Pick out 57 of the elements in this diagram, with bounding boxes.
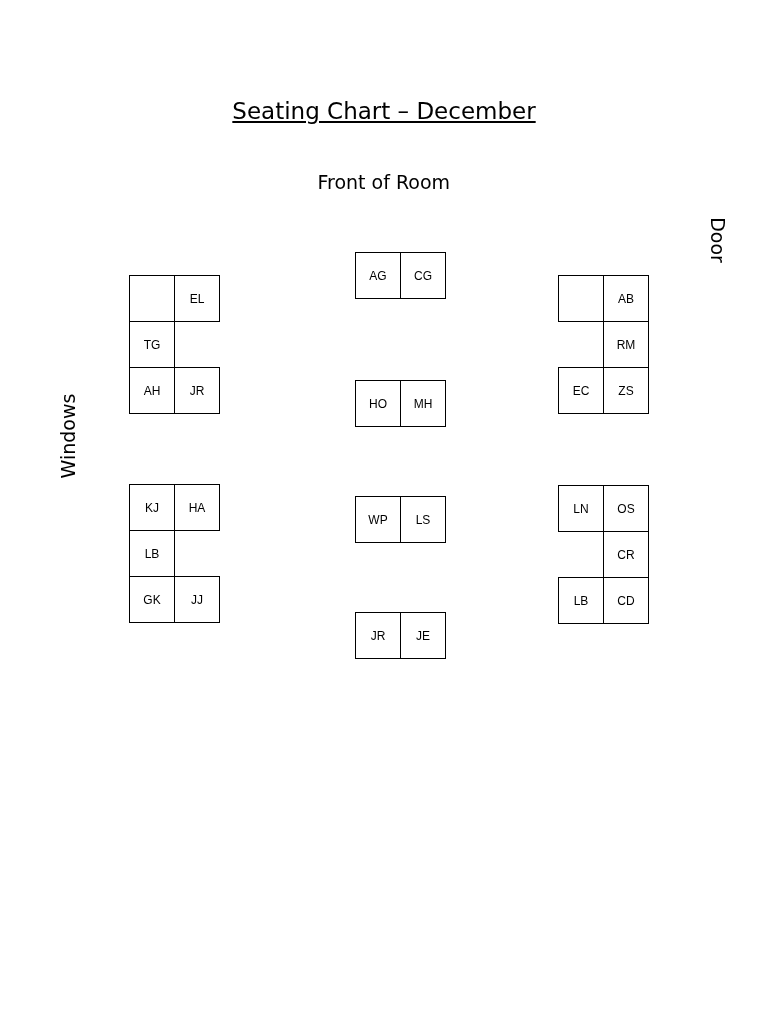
desk: [129, 484, 175, 531]
student-initials: LN: [573, 501, 589, 516]
student-initials: JR: [370, 628, 386, 643]
desk: [400, 612, 446, 659]
student-initials: JE: [416, 628, 430, 643]
student-initials: OS: [617, 501, 635, 516]
student-initials: GK: [143, 592, 161, 607]
student-initials: LB: [573, 593, 589, 608]
desk: [174, 576, 220, 623]
student-initials: EC: [572, 383, 590, 398]
desk: [603, 275, 649, 322]
student-initials: CD: [617, 593, 635, 608]
desk: [558, 367, 604, 414]
desk: [174, 275, 220, 322]
student-initials: EL: [189, 291, 205, 306]
desk: [129, 530, 175, 577]
desk: [400, 252, 446, 299]
windows-label: Windows: [56, 393, 79, 479]
student-initials: HO: [369, 396, 387, 411]
desk: [355, 252, 401, 299]
student-initials: CG: [414, 268, 432, 283]
student-initials: JR: [189, 383, 205, 398]
student-initials: LS: [415, 512, 431, 527]
student-initials: CR: [617, 547, 635, 562]
student-initials: HA: [188, 500, 206, 515]
desk: [558, 577, 604, 624]
desk: [129, 321, 175, 368]
desk: [603, 531, 649, 578]
student-initials: KJ: [145, 500, 159, 515]
desk: [129, 367, 175, 414]
student-initials: AH: [143, 383, 161, 398]
door-label: Door: [706, 217, 729, 263]
desk: [174, 367, 220, 414]
student-initials: JJ: [191, 592, 203, 607]
student-initials: WP: [368, 512, 388, 527]
desk: [603, 321, 649, 368]
student-initials: AG: [369, 268, 387, 283]
student-initials: MH: [413, 396, 433, 411]
student-initials: AB: [618, 291, 634, 306]
desk: [355, 496, 401, 543]
chart-title: Seating Chart – December: [232, 98, 536, 124]
desk: [174, 484, 220, 531]
desk: [603, 485, 649, 532]
student-initials: TG: [143, 337, 161, 352]
desk: [355, 380, 401, 427]
student-initials: ZS: [618, 383, 634, 398]
student-initials: RM: [616, 337, 636, 352]
desk: [558, 485, 604, 532]
room-front-label: Front of Room: [317, 171, 451, 193]
desk: [603, 577, 649, 624]
desk: [400, 496, 446, 543]
student-initials: LB: [144, 546, 160, 561]
desk: [603, 367, 649, 414]
desk: [355, 612, 401, 659]
empty-desk: [558, 275, 604, 322]
desk: [129, 576, 175, 623]
desk: [400, 380, 446, 427]
